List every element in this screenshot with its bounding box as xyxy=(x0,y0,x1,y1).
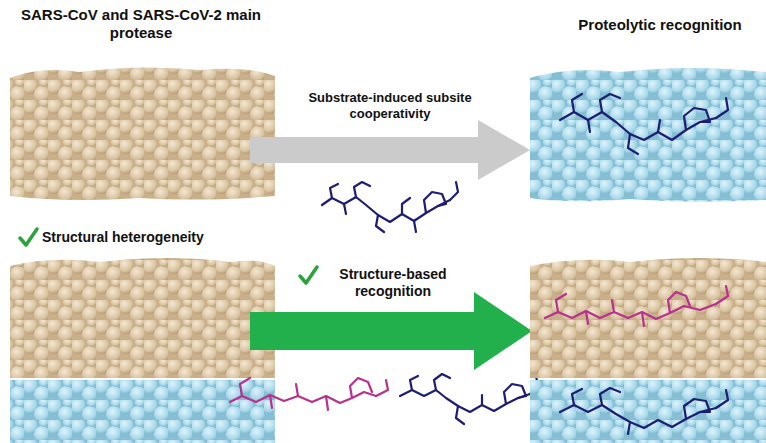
protein-surface xyxy=(530,68,766,202)
substrate-peptide xyxy=(322,182,458,232)
bound-substrate xyxy=(560,388,728,434)
protein-surface xyxy=(10,67,275,200)
check-mark xyxy=(20,229,37,245)
feature-label: Structural heterogeneity xyxy=(42,229,262,246)
arrow-label: Structure-based recognition xyxy=(318,266,468,300)
substrate-peptide xyxy=(400,374,538,424)
column-heading: SARS-CoV and SARS-CoV-2 main protease xyxy=(10,6,272,42)
bound-substrate xyxy=(545,286,728,326)
green-arrow xyxy=(250,292,532,370)
check-mark xyxy=(300,267,317,283)
protein-surface xyxy=(10,380,275,443)
protein-surface xyxy=(530,258,766,378)
bound-substrate xyxy=(560,94,728,154)
substrate-peptide xyxy=(230,378,388,410)
protein-surface xyxy=(530,380,766,443)
arrow-label: Substrate-induced subsite cooperativity xyxy=(290,90,490,121)
protein-surface xyxy=(10,258,275,378)
grey-arrow xyxy=(250,120,530,180)
column-heading: Proteolytic recognition xyxy=(560,16,760,34)
